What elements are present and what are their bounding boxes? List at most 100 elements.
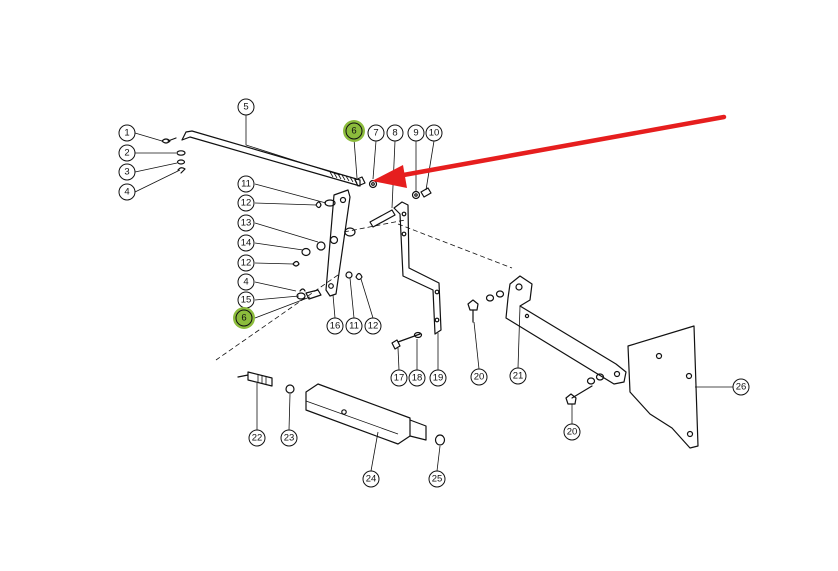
callout-19-circle (429, 369, 447, 387)
callout-12-lower: 12 (364, 317, 382, 335)
lever-hardware (292, 199, 363, 300)
callout-23-label: 23 (284, 433, 295, 444)
callout-labels: 1 2 3 4 5 6 7 8 9 10 11 12 13 14 12 4 15… (118, 98, 750, 488)
callout-10-label: 10 (429, 128, 440, 139)
callout-22: 22 (248, 429, 266, 447)
callout-19: 19 (429, 369, 447, 387)
callout-16-circle (326, 317, 344, 335)
rod-part (181, 130, 361, 187)
callout-17: 17 (390, 369, 408, 387)
rod-end-hardware (161, 137, 186, 174)
bolt-20-upper (467, 290, 505, 323)
callout-4-lower: 4 (237, 273, 255, 291)
alignment-lines (215, 219, 513, 361)
callout-9-label: 9 (413, 128, 418, 139)
callout-7-label: 7 (373, 128, 378, 139)
callout-26-circle (732, 378, 750, 396)
callout-5: 5 (237, 98, 255, 116)
callout-5-label: 5 (243, 102, 248, 113)
callout-15: 15 (237, 291, 255, 309)
callout-26: 26 (732, 378, 750, 396)
callout-8-circle (386, 124, 404, 142)
arrow-shaft (395, 114, 727, 179)
callout-1-label: 1 (124, 128, 129, 139)
callout-7-circle (367, 124, 385, 142)
callout-11-upper-label: 11 (241, 179, 251, 190)
callout-26-label: 26 (736, 382, 747, 393)
arm-part (505, 275, 627, 385)
bracket-part (393, 201, 442, 335)
arrow-head (372, 165, 407, 188)
callout-14-label: 14 (241, 238, 252, 249)
callout-7: 7 (367, 124, 385, 142)
cylinder-part (305, 383, 446, 446)
plate-part (627, 325, 699, 449)
callout-12-middle: 12 (237, 254, 255, 272)
bolt-20-lower (565, 373, 605, 405)
callout-18-circle (408, 369, 426, 387)
callout-12-middle-label: 12 (241, 258, 252, 269)
callout-11-lower-label: 11 (349, 321, 359, 332)
callout-3-circle (118, 163, 136, 181)
callout-20-lower: 20 (563, 423, 581, 441)
callout-8-label: 8 (392, 128, 397, 139)
callout-4-label: 4 (124, 187, 129, 198)
callout-11-lower: 11 (345, 317, 363, 335)
callout-25: 25 (428, 470, 446, 488)
callout-22-circle (248, 429, 266, 447)
callout-2: 2 (118, 144, 136, 162)
callout-11-upper: 11 (237, 175, 255, 193)
callout-12-upper-label: 12 (241, 198, 252, 209)
callout-1-circle (118, 124, 136, 142)
callout-8: 8 (386, 124, 404, 142)
callout-11-lower-circle (345, 317, 363, 335)
callout-14: 14 (237, 234, 255, 252)
callout-12-middle-circle (237, 254, 255, 272)
callout-2-label: 2 (124, 148, 129, 159)
parts-drawing (134, 115, 733, 472)
callout-13-label: 13 (241, 218, 252, 229)
callout-20-lower-circle (563, 423, 581, 441)
callout-22-label: 22 (252, 433, 263, 444)
callout-3-label: 3 (124, 167, 129, 178)
callout-24-label: 24 (366, 474, 377, 485)
callout-4: 4 (118, 183, 136, 201)
red-pointer-arrow (372, 114, 727, 188)
callout-9-circle (407, 124, 425, 142)
callout-6-top-circle (345, 122, 363, 140)
callout-6-lower-circle (235, 309, 253, 327)
callout-20-upper-label: 20 (474, 372, 485, 383)
callout-20-lower-label: 20 (567, 427, 578, 438)
callout-13: 13 (237, 214, 255, 232)
callout-25-circle (428, 470, 446, 488)
callout-20-upper: 20 (470, 368, 488, 386)
callout-4-lower-label: 4 (243, 277, 248, 288)
callout-14-circle (237, 234, 255, 252)
callout-12-upper: 12 (237, 194, 255, 212)
callout-10-circle (425, 124, 443, 142)
callout-15-label: 15 (241, 295, 252, 306)
callout-6-lower-highlighted: 6 (233, 307, 255, 329)
callout-16-label: 16 (330, 321, 341, 332)
callout-6-top-label: 6 (351, 126, 356, 137)
callout-6-lower-label: 6 (241, 313, 246, 324)
callout-21-circle (509, 367, 527, 385)
callout-18: 18 (408, 369, 426, 387)
callout-17-label: 17 (394, 373, 405, 384)
callout-12-lower-label: 12 (368, 321, 379, 332)
callout-19-label: 19 (433, 373, 444, 384)
callout-18-label: 18 (412, 373, 423, 384)
callout-23-circle (280, 429, 298, 447)
callout-24: 24 (362, 470, 380, 488)
callout-6-top-highlighted: 6 (343, 120, 365, 142)
callout-24-circle (362, 470, 380, 488)
callout-2-circle (118, 144, 136, 162)
pin-22-23 (237, 371, 295, 394)
callout-23: 23 (280, 429, 298, 447)
lever-plate-part (325, 189, 351, 297)
bolt-17-18 (391, 331, 423, 350)
callout-11-upper-circle (237, 175, 255, 193)
callout-21-label: 21 (513, 371, 524, 382)
callout-17-circle (390, 369, 408, 387)
